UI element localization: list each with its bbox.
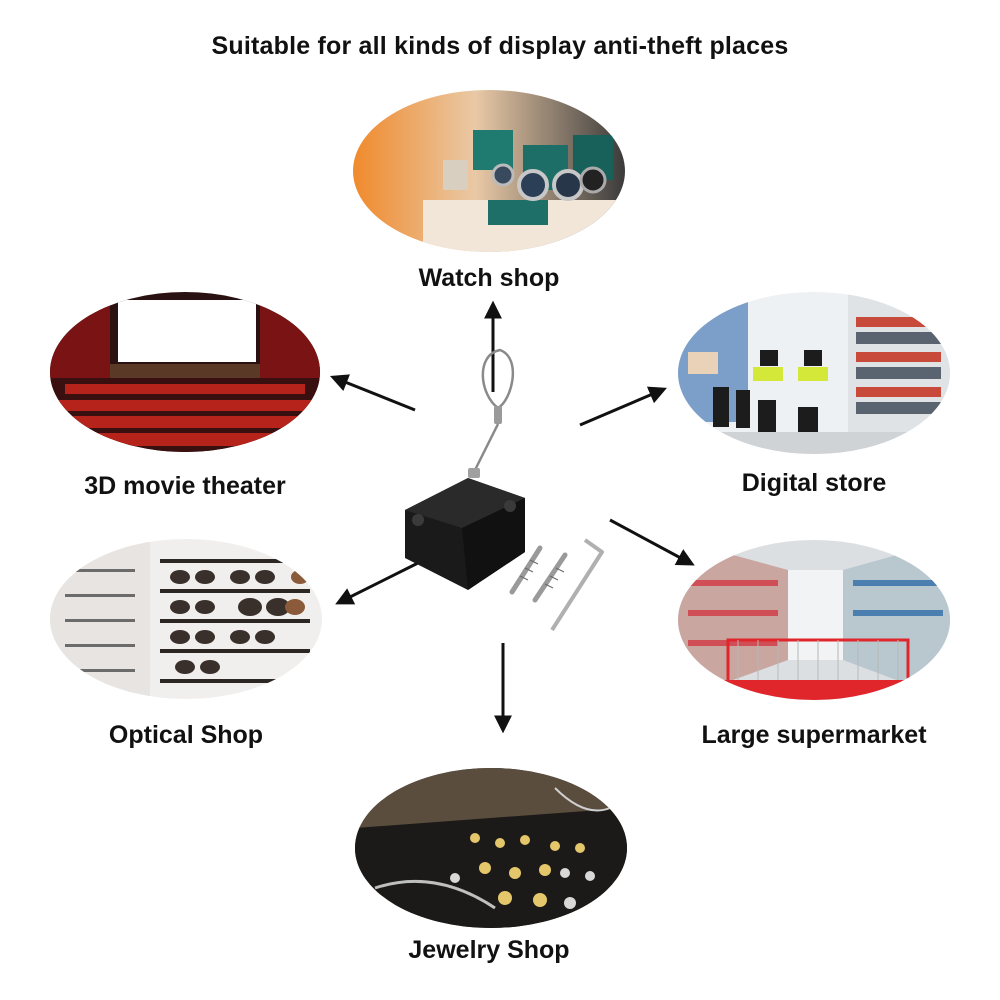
digital-store-image xyxy=(678,292,950,454)
supermarket-image xyxy=(678,540,950,700)
anti-theft-device-image xyxy=(405,348,604,632)
supermarket-label: Large supermarket xyxy=(701,721,927,749)
jewelry-shop-image xyxy=(355,768,627,928)
optical-shop-image xyxy=(50,539,322,699)
watch-shop-image xyxy=(353,90,625,252)
jewelry-shop-label: Jewelry Shop xyxy=(408,936,570,964)
movie-theater-image xyxy=(50,292,320,452)
page-title: Suitable for all kinds of display anti-t… xyxy=(211,32,789,60)
watch-shop-label: Watch shop xyxy=(418,264,560,292)
digital-store-label: Digital store xyxy=(741,469,887,497)
movie-theater-label: 3D movie theater xyxy=(84,472,286,500)
optical-shop-label: Optical Shop xyxy=(108,721,264,749)
